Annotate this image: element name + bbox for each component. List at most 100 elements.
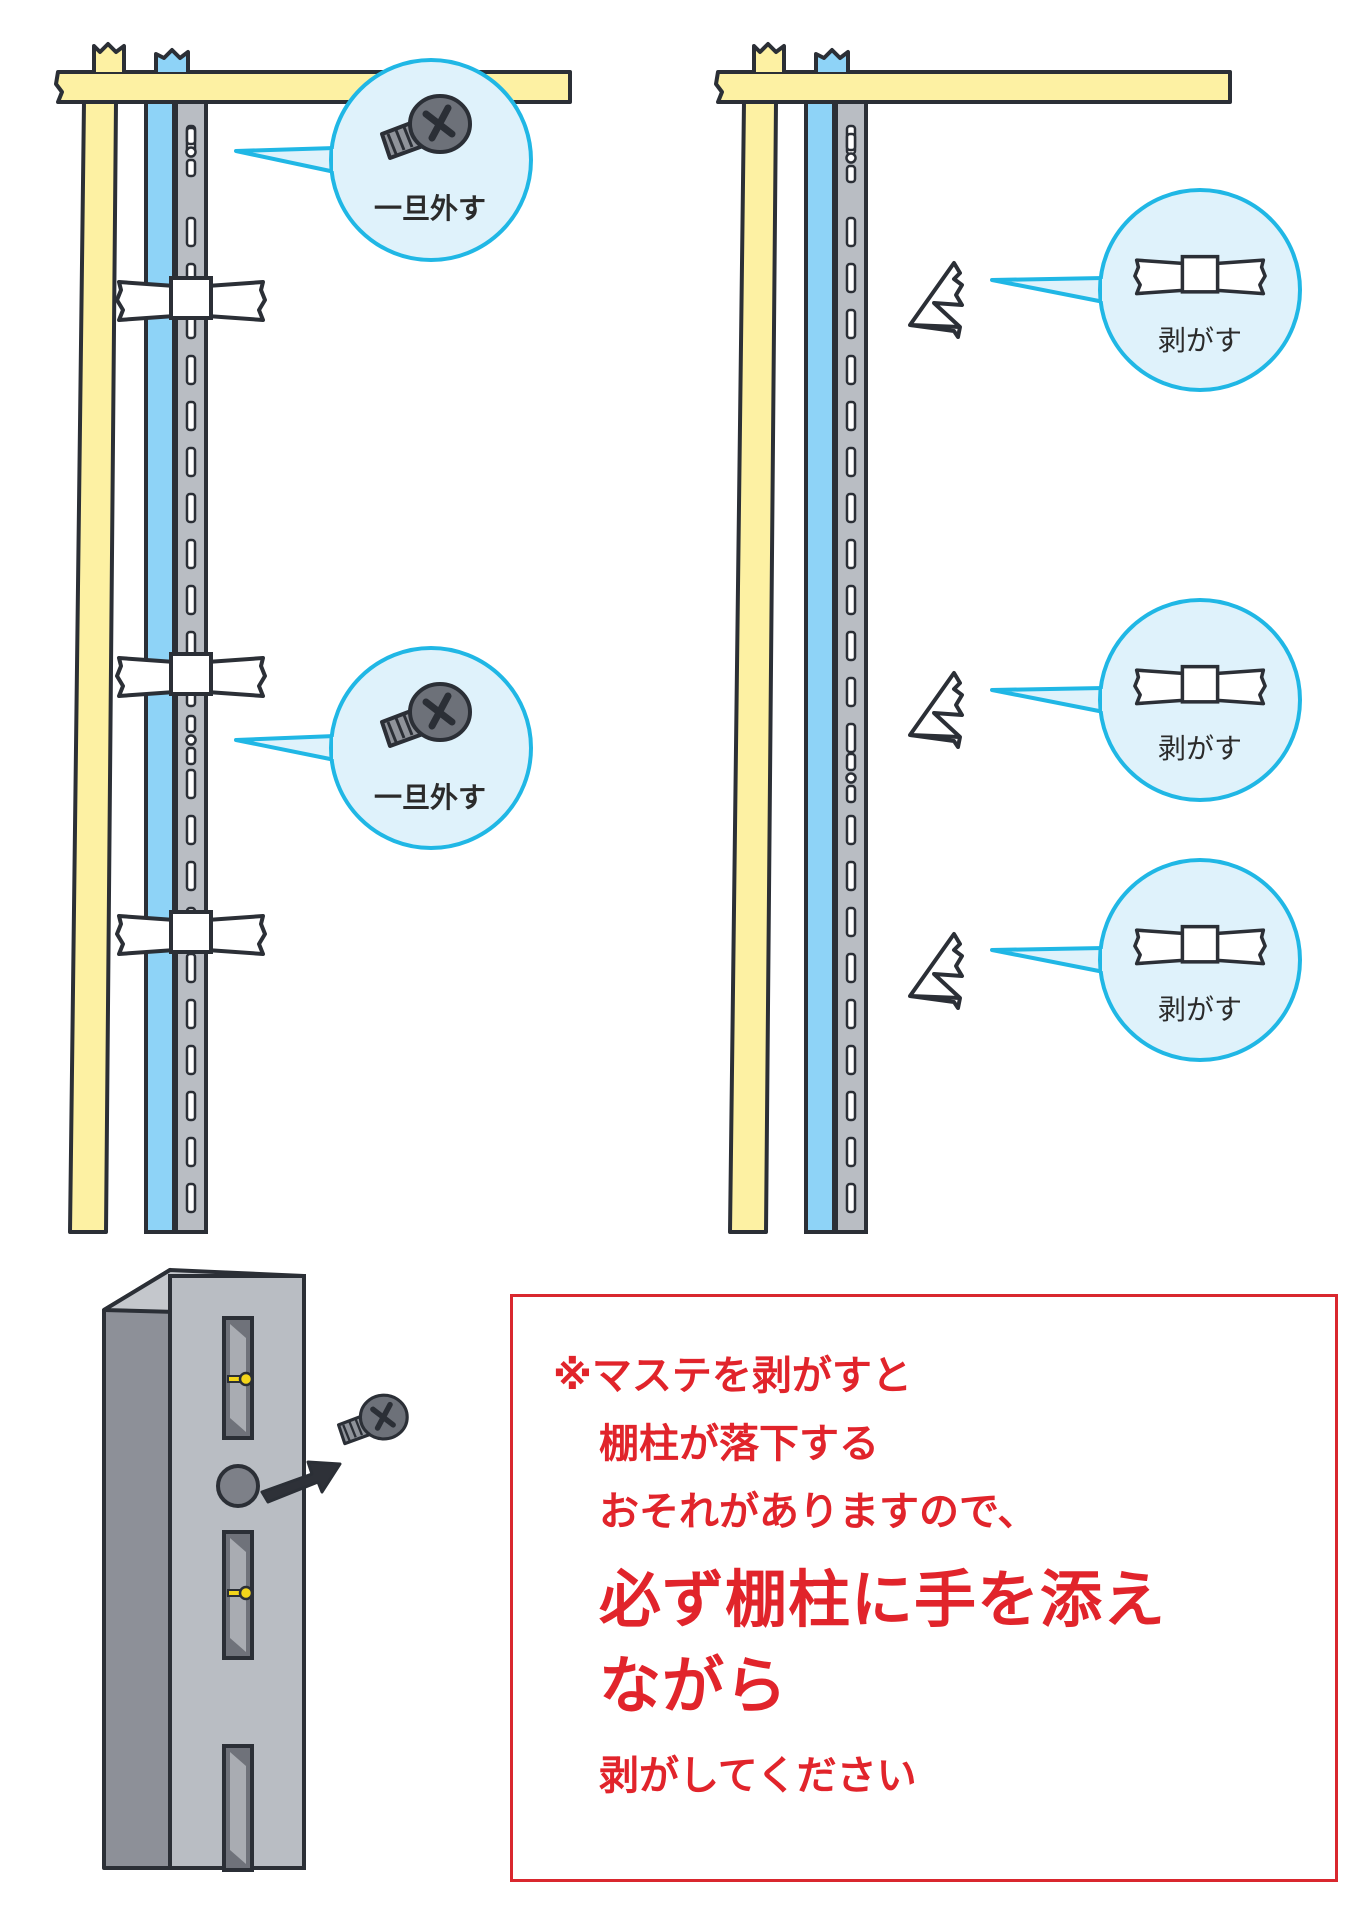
right-rail-slot: [845, 132, 857, 152]
callout-peel-tape-middle-pointer: [990, 686, 1106, 714]
right-rail-slot: [845, 354, 857, 386]
right-rail-slot: [845, 584, 857, 616]
right-rail-slot: [845, 814, 857, 846]
left-panel: [54, 42, 572, 1234]
right-rail-slot: [845, 262, 857, 294]
left-rail-slot: [185, 584, 197, 616]
left-rail-screw-hole: [185, 734, 197, 746]
callout-label-peel-tape-bottom: 剥がす: [1157, 993, 1242, 1026]
detail-slot-pin-head: [238, 1585, 254, 1601]
left-rail-slot: [185, 126, 197, 146]
callout-peel-tape-bottom-pointer: [990, 946, 1106, 974]
right-rail-slot: [845, 164, 857, 184]
left-rail-slot: [185, 216, 197, 248]
left-rail-slot: [185, 492, 197, 524]
right-rail-slot: [845, 630, 857, 662]
callout-remove-screw-top-pointer: [234, 146, 337, 174]
detail-rail-slot-shade: [230, 1752, 246, 1864]
right-rail-slot: [845, 722, 857, 754]
screw-icon-shape: [339, 1395, 408, 1443]
peeled-tape-icon-shape: [908, 261, 964, 339]
detail-slot-pin-head: [238, 1371, 254, 1387]
peeled-tape-icon: [908, 261, 964, 339]
right-rail-screw-hole: [845, 772, 857, 784]
right-rail-slot: [845, 1136, 857, 1168]
right-rail-slot: [845, 784, 857, 804]
arrow-icon: [260, 1460, 342, 1504]
callout-label-remove-screw-middle: 一旦外す: [373, 781, 486, 814]
callout-label-peel-tape-middle: 剥がす: [1157, 732, 1242, 765]
warning-box: ※マステを剥がすと 棚柱が落下する おそれがありますので、 必ず棚柱に手を添え …: [510, 1294, 1338, 1882]
left-rail-slot: [185, 1090, 197, 1122]
left-rail-slot: [185, 158, 197, 178]
right-top-beam: [714, 70, 1232, 104]
peeled-tape-icon-shape: [908, 671, 964, 749]
detail-rail-side: [102, 1268, 172, 1870]
right-shelf-rail: [834, 100, 868, 1234]
masking-tape-icon-shape: [1133, 664, 1267, 706]
callout-peel-tape-bottom-joint: [1102, 949, 1108, 971]
left-beam-stub: [92, 42, 126, 72]
left-rail-slot: [185, 860, 197, 892]
warning-line-4-emphasis: 必ず棚柱に手を添え: [599, 1563, 1167, 1636]
left-rail-slot: [185, 714, 197, 734]
left-rail-slot: [185, 998, 197, 1030]
masking-tape-icon: [115, 910, 267, 956]
callout-remove-screw-middle-joint: [333, 737, 339, 759]
callout-peel-tape-top-pointer: [990, 276, 1106, 304]
right-rail-slot: [845, 752, 857, 772]
right-wall-strip: [804, 100, 836, 1234]
right-rail-slot: [845, 216, 857, 248]
left-rail-slot: [185, 400, 197, 432]
left-rail-slot: [185, 1136, 197, 1168]
masking-tape-icon-shape: [1133, 254, 1267, 296]
right-rail-screw-hole: [845, 152, 857, 164]
callout-remove-screw-top: [234, 58, 533, 262]
right-rail-slot: [845, 998, 857, 1030]
right-beam-stub: [814, 48, 850, 72]
right-rail-slot: [845, 676, 857, 708]
callout-remove-screw-middle-circle: [329, 646, 533, 850]
masking-tape-icon: [1133, 254, 1267, 296]
masking-tape-icon-shape: [115, 652, 267, 698]
detail-screw-hole: [216, 1464, 260, 1508]
callout-peel-tape-middle-joint: [1102, 689, 1108, 711]
masking-tape-icon-shape: [1133, 924, 1267, 966]
rail-detail-panel: [102, 1268, 408, 1872]
peeled-tape-icon-shape: [908, 932, 964, 1010]
masking-tape-icon: [1133, 924, 1267, 966]
right-wood-post: [728, 100, 778, 1234]
peeled-tape-icon: [908, 932, 964, 1010]
left-wood-post: [68, 100, 118, 1234]
left-rail-slot: [185, 538, 197, 570]
masking-tape-icon: [115, 276, 267, 322]
left-rail-screw-hole: [185, 146, 197, 158]
right-rail-slot: [845, 308, 857, 340]
right-rail-slot: [845, 906, 857, 938]
warning-line-2: 棚柱が落下する: [599, 1421, 879, 1467]
right-rail-slot: [845, 1044, 857, 1076]
left-beam-stub: [154, 48, 190, 72]
right-rail-slot: [845, 492, 857, 524]
left-rail-slot: [185, 1044, 197, 1076]
callout-remove-screw-top-circle: [329, 58, 533, 262]
masking-tape-icon-shape: [115, 276, 267, 322]
right-rail-slot: [845, 952, 857, 984]
left-rail-slot: [185, 446, 197, 478]
callout-peel-tape-top-joint: [1102, 279, 1108, 301]
left-rail-slot: [185, 746, 197, 766]
left-rail-slot: [185, 814, 197, 846]
right-rail-slot: [845, 860, 857, 892]
callout-remove-screw-middle-pointer: [234, 734, 337, 762]
peeled-tape-icon: [908, 671, 964, 749]
screw-icon: [339, 1395, 408, 1443]
warning-line-1: ※マステを剥がすと: [553, 1353, 912, 1399]
callout-label-remove-screw-top: 一旦外す: [373, 192, 486, 225]
left-rail-slot: [185, 1182, 197, 1214]
masking-tape-icon: [1133, 664, 1267, 706]
left-rail-slot: [185, 768, 197, 800]
left-rail-slot: [185, 952, 197, 984]
right-rail-slot: [845, 446, 857, 478]
callout-remove-screw-middle: [234, 646, 533, 850]
